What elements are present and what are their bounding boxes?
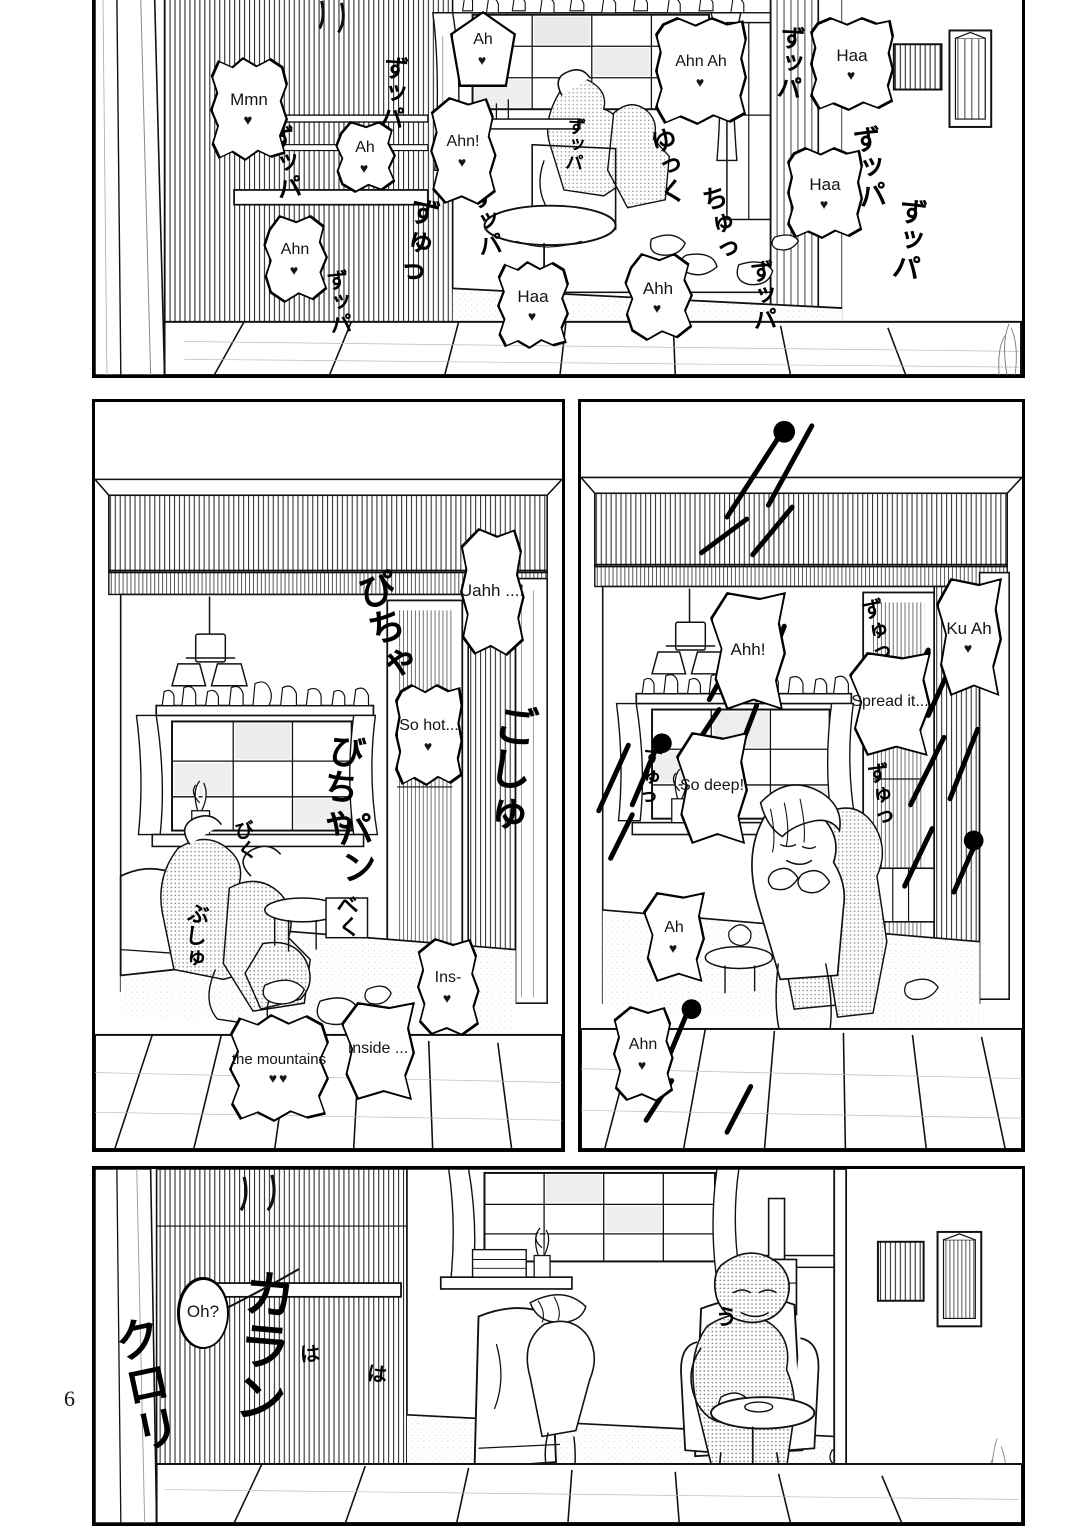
balloon-uahh: Uahh ...! (458, 528, 526, 656)
balloon-so-deep: So deep! (676, 732, 748, 844)
balloon-fill (462, 530, 523, 654)
panel-top: Mmn ♥ Ah ♥ Ah ♥ Ahn ♥ (92, 0, 1025, 378)
balloon-fill (499, 263, 567, 347)
balloon-fill (851, 654, 929, 754)
balloon-ahn-ah: Ahn Ah ♥ (655, 17, 747, 125)
balloon-ahn-1: Ahn ♥ (262, 215, 328, 303)
panel-bottom-artwork (95, 1169, 1022, 1523)
balloon-ahn-excl: Ahn! ♥ (428, 97, 498, 205)
sfx-zuppa-10: ずッパ (561, 116, 587, 172)
balloon-fill (645, 894, 703, 980)
sfx-pan: パン (329, 810, 378, 886)
balloon-fill (212, 59, 286, 159)
balloon-fill (419, 940, 478, 1034)
balloon-fill (397, 686, 461, 784)
balloon-haa-1: Haa ♥ (810, 17, 894, 111)
balloon-haa-3: Haa ♥ (497, 261, 569, 349)
balloon-fill (938, 580, 1000, 694)
balloon-so-hot: So hot... ♥ (395, 684, 463, 786)
balloon-spread-it: Spread it... (849, 652, 931, 756)
balloon-ahh: Ahh ♥ (623, 253, 693, 341)
balloon-fill (231, 1016, 327, 1120)
sfx-u: う (713, 1304, 739, 1333)
balloon-ku-ah: Ku Ah ♥ (936, 578, 1002, 696)
balloon-fill (712, 594, 784, 708)
panel-middle-right-artwork (581, 402, 1022, 1149)
balloon-fill (343, 1004, 413, 1098)
sfx-ha-2: は (365, 1361, 389, 1387)
balloon-oh: Oh? (177, 1277, 229, 1349)
balloon-ins: Ins- ♥ (415, 938, 481, 1036)
balloon-fill (789, 149, 861, 237)
sfx-bushu: ぶしゅ (177, 900, 210, 970)
balloon-fill (657, 19, 745, 123)
sfx-zuppa-9: ずッパ (744, 258, 778, 332)
panel-middle-left-artwork (95, 402, 562, 1149)
balloon-fill (812, 19, 892, 109)
balloon-fill (626, 255, 691, 339)
sfx-ha-1: は (299, 1341, 321, 1367)
balloon-ah-p3: Ah ♥ (643, 892, 705, 982)
balloon-fill (179, 1279, 227, 1347)
sfx-zuppa-6: ずッパ (772, 24, 807, 101)
panel-middle-right: Ahh! Ku Ah ♥ Spread it... So deep (578, 399, 1025, 1152)
balloon-fill (337, 123, 394, 191)
sfx-beku: べく (331, 892, 361, 939)
balloon-fill (452, 13, 514, 85)
balloon-fill (615, 1008, 672, 1100)
balloon-haa-2: Haa ♥ (787, 147, 863, 239)
balloon-fill (678, 734, 746, 842)
balloon-inside: Inside ... (341, 1002, 415, 1100)
sfx-zuppa-8: ずッパ (886, 195, 930, 283)
sfx-biku: びく (229, 818, 260, 862)
balloon-mmn: Mmn ♥ (210, 57, 288, 161)
sfx-zyu-3: ずゅっ (861, 760, 894, 830)
balloon-ahh-excl: Ahh! (710, 592, 786, 710)
balloon-fill (265, 217, 326, 301)
panel-middle-left: Uahh ...! So hot... ♥ Ins- ♥ Insid (92, 399, 565, 1152)
balloon-ahn-p3: Ahn ♥ (611, 1006, 675, 1102)
page-number: 6 (64, 1386, 76, 1411)
balloon-ah-1: Ah ♥ (334, 121, 396, 193)
balloon-the-mountains: the mountains ♥♥ (229, 1014, 329, 1122)
balloon-fill (432, 99, 495, 203)
panel-bottom: Oh? カラン クロリ は は う (92, 1166, 1025, 1526)
sfx-zuppa-4: ずッパ (374, 53, 411, 132)
balloon-ah-2: Ah ♥ (450, 11, 516, 87)
